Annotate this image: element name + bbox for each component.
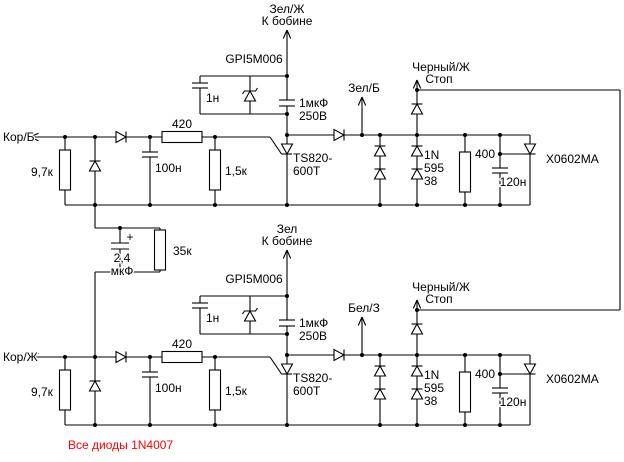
stop-resistor-label: 400 xyxy=(475,367,495,381)
input-resistor-label: 9,7к xyxy=(31,385,54,399)
main-cap-label: 1мкФ xyxy=(299,96,328,110)
zener-stack-label: 1N xyxy=(424,368,439,382)
zener-stack-label: 38 xyxy=(424,174,438,188)
zener-stack-label: 1N xyxy=(424,148,439,162)
stop-cap-label: 120н xyxy=(500,395,527,409)
stop-wire-label: Стоп xyxy=(425,72,452,86)
stop-link-wire xyxy=(417,89,621,311)
input-wire-label: Кор/Ж xyxy=(3,350,38,364)
coil-label: Зел/Ж xyxy=(270,2,305,16)
main-cap-label: 1мкФ xyxy=(299,316,328,330)
filter-cap-label: 100н xyxy=(155,381,182,395)
trigger-zener-label: GPI5M006 xyxy=(225,272,283,286)
coil-label: К бобине xyxy=(262,14,313,28)
middle-resistor xyxy=(153,229,167,271)
zener-stack-label: 38 xyxy=(424,394,438,408)
coil-label: Зел xyxy=(277,222,298,236)
stop-wire-label: Черный/Ж xyxy=(412,60,470,74)
input-resistor-label: 9,7к xyxy=(31,165,54,179)
polarity-plus-label: + xyxy=(126,230,133,244)
stop-thyristor-label: X0602MA xyxy=(546,152,599,166)
green-wire-label: Зел/Б xyxy=(348,81,380,95)
note-all-diodes: Все диоды 1N4007 xyxy=(68,438,173,452)
input-wire-label: Кор/Б xyxy=(3,130,35,144)
bottom-half-circuit xyxy=(30,250,536,427)
stop-thyristor-label: X0602MA xyxy=(546,372,599,386)
coil-label: К бобине xyxy=(262,234,313,248)
stop-resistor-label: 400 xyxy=(475,147,495,161)
stop-wire-label: Стоп xyxy=(425,292,452,306)
trigger-zener-label: GPI5M006 xyxy=(225,52,283,66)
labels-bottom: Зел К бобине GPI5M006 1н 1мкФ 250В Бел/З… xyxy=(2,221,600,411)
gate-resistor-label: 1,5к xyxy=(225,164,248,178)
middle-cap-label: 2,4 xyxy=(114,251,131,265)
thyristor-label: TS820- xyxy=(293,371,332,385)
green-wire-label: Бел/З xyxy=(348,301,380,315)
cap-1n-label: 1н xyxy=(206,91,219,105)
middle-network xyxy=(94,205,167,357)
thyristor-label: 600T xyxy=(293,384,321,398)
stop-wire-label: Черный/Ж xyxy=(412,280,470,294)
labels-middle: + 2,4 мкФ 35к xyxy=(109,229,193,280)
middle-resistor-label: 35к xyxy=(173,244,192,258)
zener-stack-label: 595 xyxy=(424,161,444,175)
thyristor-label: 600T xyxy=(293,164,321,178)
labels-top: Зел/Ж К бобине GPI5M006 1н 1мкФ 250В Зел… xyxy=(2,1,600,191)
stop-cap-label: 120н xyxy=(500,175,527,189)
series-resistor-label: 420 xyxy=(172,117,192,131)
top-half-circuit xyxy=(30,30,536,207)
main-cap-label: 250В xyxy=(299,329,327,343)
gate-resistor-label: 1,5к xyxy=(225,384,248,398)
thyristor-label: TS820- xyxy=(293,151,332,165)
middle-cap-label: мкФ xyxy=(111,264,134,278)
cap-1n-label: 1н xyxy=(206,311,219,325)
filter-cap-label: 100н xyxy=(155,161,182,175)
series-resistor-label: 420 xyxy=(172,337,192,351)
main-cap-label: 250В xyxy=(299,109,327,123)
zener-stack-label: 595 xyxy=(424,381,444,395)
